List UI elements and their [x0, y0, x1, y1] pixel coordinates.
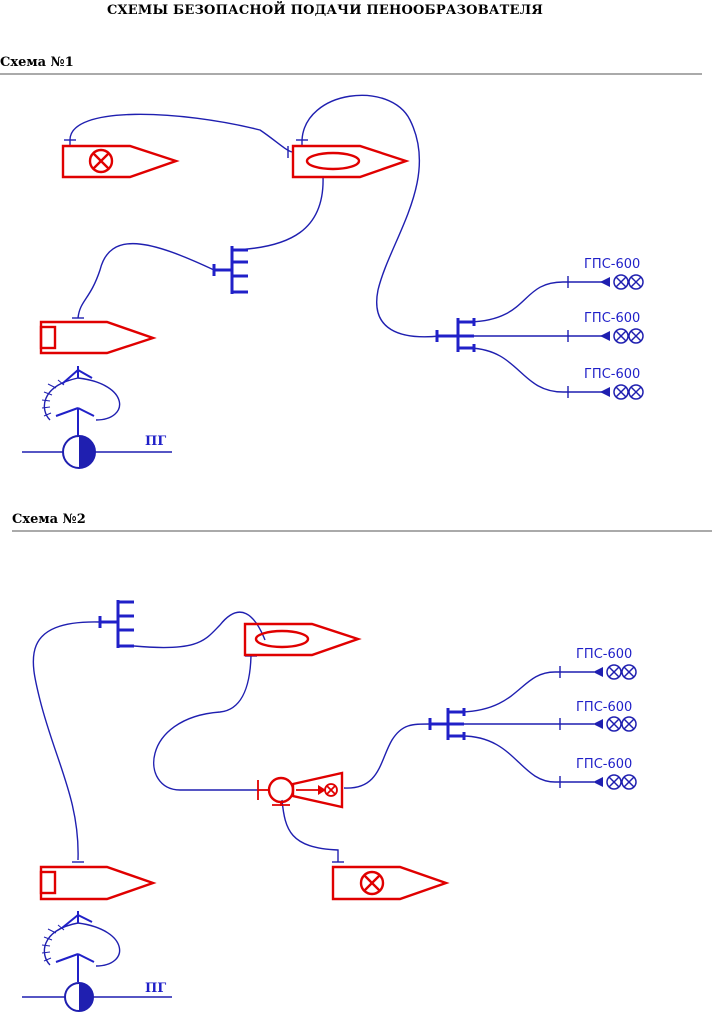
foam-mixer-icon: [257, 771, 344, 809]
hydrant-label: ПГ: [145, 434, 166, 449]
hose-line: [69, 113, 293, 153]
hose-end-marks: [64, 139, 569, 398]
hose-line: [231, 175, 324, 251]
hose-line: [469, 347, 575, 393]
fire-truck-icon: [331, 865, 450, 901]
scheme-1-label: Схема №1: [0, 55, 74, 70]
fire-truck-icon: [61, 144, 180, 179]
hose-line: [461, 735, 568, 783]
hydrant-icon: [22, 982, 172, 1012]
foam-generator-icon: [575, 328, 644, 344]
hose-end-marks: [72, 655, 561, 863]
gps-label: ГПС-600: [576, 700, 632, 715]
gps-label: ГПС-600: [584, 257, 640, 272]
hose-line: [133, 611, 266, 649]
hose-line: [32, 621, 101, 861]
gps-label: ГПС-600: [584, 367, 640, 382]
hose-line: [153, 655, 258, 791]
suction-hose: [41, 366, 121, 438]
foam-generator-icon: [568, 716, 637, 732]
pump-truck-icon: [39, 320, 157, 355]
suction-hose: [41, 911, 121, 982]
branch-manifold-icon: [428, 708, 466, 740]
gps-label: ГПС-600: [576, 647, 632, 662]
page-title: СХЕМЫ БЕЗОПАСНОЙ ПОДАЧИ ПЕНООБРАЗОВАТЕЛЯ: [106, 3, 544, 18]
hydrant-icon: [22, 435, 172, 469]
gps-label: ГПС-600: [584, 311, 640, 326]
hose-line: [461, 671, 568, 713]
hose-line: [469, 281, 575, 323]
hose-line: [281, 799, 339, 862]
branch-manifold-icon: [98, 600, 134, 648]
foam-generator-icon: [568, 664, 637, 680]
foam-generator-icon: [575, 274, 644, 290]
branch-manifold-icon: [435, 318, 476, 352]
gps-label: ГПС-600: [576, 757, 632, 772]
hose-line: [77, 242, 215, 319]
hose-line: [343, 723, 431, 789]
scheme-2: ГПС-600 ГПС-600 ГПС-600: [22, 600, 637, 1012]
hose-line: [301, 94, 441, 338]
foam-generator-icon: [575, 384, 644, 400]
foam-tanker-icon: [243, 622, 362, 657]
pump-truck-icon: [39, 865, 157, 901]
hydrant-label: ПГ: [145, 981, 166, 996]
branch-manifold-icon: [212, 246, 248, 294]
foam-tanker-icon: [291, 144, 410, 179]
scheme-2-label: Схема №2: [12, 512, 86, 527]
scheme-1: ГПС-600 ГПС-600 ГПС-600: [22, 94, 644, 469]
foam-generator-icon: [568, 774, 637, 790]
